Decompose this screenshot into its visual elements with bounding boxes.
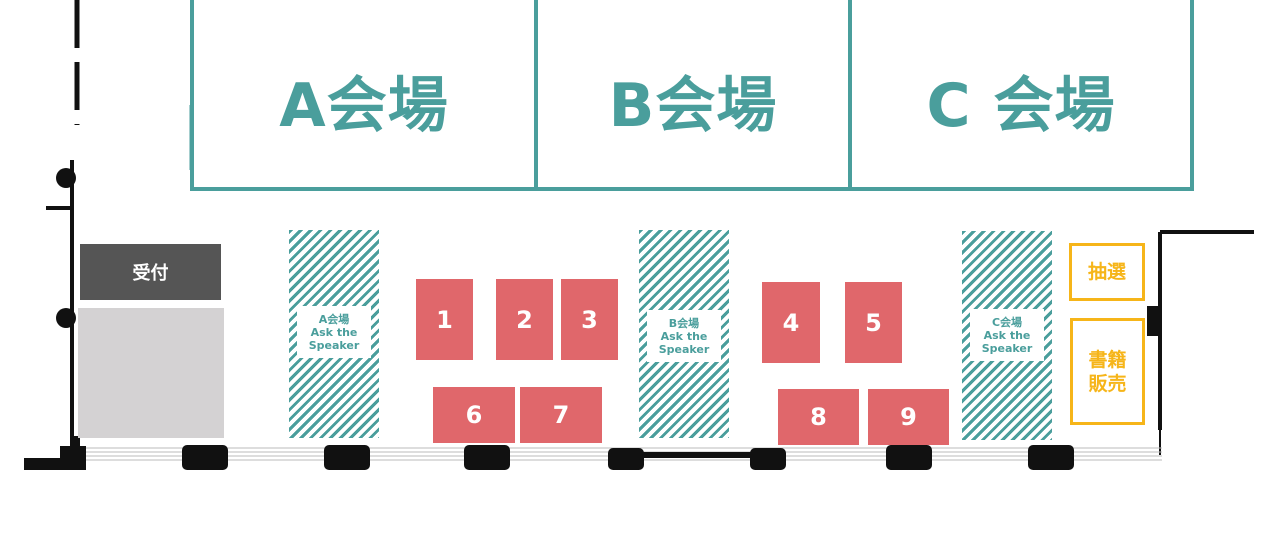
hall-a-label: A会場: [279, 71, 449, 141]
hall-b-label: B会場: [608, 71, 778, 141]
book-sales-line1: 書籍: [1088, 348, 1127, 371]
ask-zone-hall: B会場: [668, 316, 700, 330]
booth-3[interactable]: 3: [561, 279, 618, 360]
book-sales-line2: 販売: [1088, 372, 1127, 395]
booth-2[interactable]: 2: [496, 279, 553, 360]
booth-number: 6: [465, 401, 483, 429]
ask-zone-line2: Speaker: [308, 338, 360, 352]
booth-number: 3: [581, 305, 598, 334]
reception-area: [78, 308, 224, 438]
ask-zone-hall: C会場: [991, 315, 1023, 329]
booth-number: 4: [782, 308, 800, 337]
book-sales-booth[interactable]: 書籍 販売: [1070, 318, 1145, 425]
booth-number: 9: [900, 403, 917, 431]
reception-label: 受付: [132, 263, 169, 284]
hall-c-label: C 会場: [926, 71, 1116, 141]
ask-speaker-label-a: A会場 Ask the Speaker: [297, 306, 371, 358]
ask-zone-line2: Speaker: [658, 342, 710, 356]
ask-zone-line1: Ask the: [310, 325, 358, 339]
hall-c[interactable]: C 会場: [848, 0, 1194, 191]
booth-number: 1: [436, 305, 453, 334]
booth-7[interactable]: 7: [520, 387, 602, 443]
lottery-booth[interactable]: 抽選: [1069, 243, 1145, 301]
booth-5[interactable]: 5: [845, 282, 902, 363]
booth-9[interactable]: 9: [868, 389, 949, 445]
ask-speaker-zone-c[interactable]: C会場 Ask the Speaker: [962, 231, 1052, 440]
ask-zone-hall: A会場: [318, 312, 350, 326]
reception-desk[interactable]: 受付: [80, 244, 221, 300]
ask-speaker-label-c: C会場 Ask the Speaker: [970, 309, 1044, 361]
hall-b[interactable]: B会場: [534, 0, 852, 191]
ask-speaker-zone-b[interactable]: B会場 Ask the Speaker: [639, 230, 729, 438]
ask-zone-line1: Ask the: [983, 328, 1031, 342]
lottery-label: 抽選: [1087, 261, 1126, 283]
booth-number: 8: [810, 403, 827, 431]
booth-8[interactable]: 8: [778, 389, 859, 445]
booth-1[interactable]: 1: [416, 279, 473, 360]
ask-speaker-zone-a[interactable]: A会場 Ask the Speaker: [289, 230, 379, 438]
ask-zone-line1: Ask the: [660, 329, 708, 343]
ask-speaker-label-b: B会場 Ask the Speaker: [647, 310, 721, 362]
ask-zone-line2: Speaker: [981, 341, 1033, 355]
booth-number: 7: [552, 401, 570, 429]
booth-number: 2: [516, 305, 533, 334]
booth-number: 5: [865, 308, 882, 337]
booth-6[interactable]: 6: [433, 387, 515, 443]
booth-4[interactable]: 4: [762, 282, 820, 363]
hall-a[interactable]: A会場: [190, 0, 538, 191]
